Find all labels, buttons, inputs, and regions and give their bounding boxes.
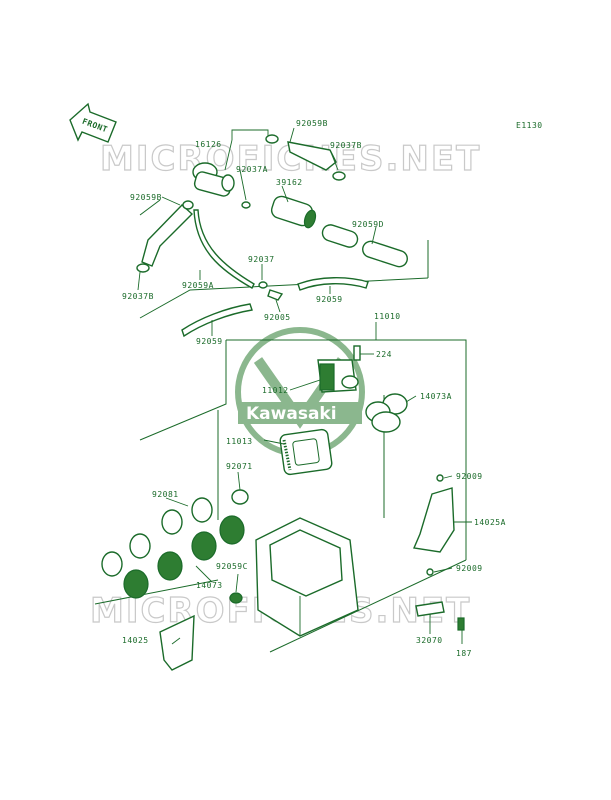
logo-text: Kawasaki xyxy=(246,404,337,424)
part-hose-92059a xyxy=(193,209,255,289)
part-14073-boots xyxy=(123,515,245,599)
label-92071: 92071 xyxy=(226,462,253,471)
part-14025a xyxy=(413,487,455,553)
label-92059b-top: 92059B xyxy=(296,119,328,128)
label-92059d: 92059D xyxy=(352,220,384,229)
label-92059b-left: 92059B xyxy=(130,193,162,202)
label-92037a: 92037A xyxy=(236,165,268,174)
part-92009-bottom xyxy=(426,568,434,576)
part-hose-92059b-left xyxy=(136,200,194,273)
part-92059c xyxy=(229,592,243,604)
label-92005: 92005 xyxy=(264,313,291,322)
part-11012 xyxy=(317,359,359,393)
label-14025a: 14025A xyxy=(474,518,506,527)
label-11010: 11010 xyxy=(374,312,401,321)
part-224-bolt xyxy=(353,345,361,361)
label-92037: 92037 xyxy=(248,255,275,264)
label-11013: 11013 xyxy=(226,437,253,446)
label-92009-top: 92009 xyxy=(456,472,483,481)
label-32070: 32070 xyxy=(416,636,443,645)
label-11012: 11012 xyxy=(262,386,289,395)
part-hose-92059-right xyxy=(297,277,369,291)
part-92037a xyxy=(241,201,251,209)
label-92037b-top: 92037B xyxy=(330,141,362,150)
part-92071 xyxy=(231,489,249,505)
part-hose-92059b-top xyxy=(265,134,346,181)
label-39162: 39162 xyxy=(276,178,303,187)
label-14073a: 14073A xyxy=(420,392,452,401)
part-92005 xyxy=(267,289,284,301)
label-224: 224 xyxy=(376,350,392,359)
label-92059-right: 92059 xyxy=(316,295,343,304)
part-hose-92059d xyxy=(321,224,408,268)
part-air-box xyxy=(255,517,359,637)
label-92009-bottom: 92009 xyxy=(456,564,483,573)
diagram-code: E1130 xyxy=(516,121,543,130)
front-arrow-icon: FRONT xyxy=(69,102,117,143)
label-14025: 14025 xyxy=(122,636,149,645)
label-14073: 14073 xyxy=(196,581,223,590)
part-39162 xyxy=(270,195,317,229)
part-11013 xyxy=(279,428,333,476)
part-92081-rings xyxy=(101,497,213,577)
part-32070 xyxy=(415,601,445,617)
label-92037b-left: 92037B xyxy=(122,292,154,301)
part-92009-top xyxy=(436,474,444,482)
label-187: 187 xyxy=(456,649,472,658)
part-187 xyxy=(457,617,465,631)
label-92059-lower: 92059 xyxy=(196,337,223,346)
part-hose-92059-lower xyxy=(181,303,253,338)
label-16126: 16126 xyxy=(195,140,222,149)
label-92059c: 92059C xyxy=(216,562,248,571)
part-14073a xyxy=(365,393,408,433)
label-92059a: 92059A xyxy=(182,281,214,290)
part-14025 xyxy=(159,614,195,671)
label-92081: 92081 xyxy=(152,490,179,499)
part-92037 xyxy=(258,281,268,289)
part-16126 xyxy=(192,162,235,197)
